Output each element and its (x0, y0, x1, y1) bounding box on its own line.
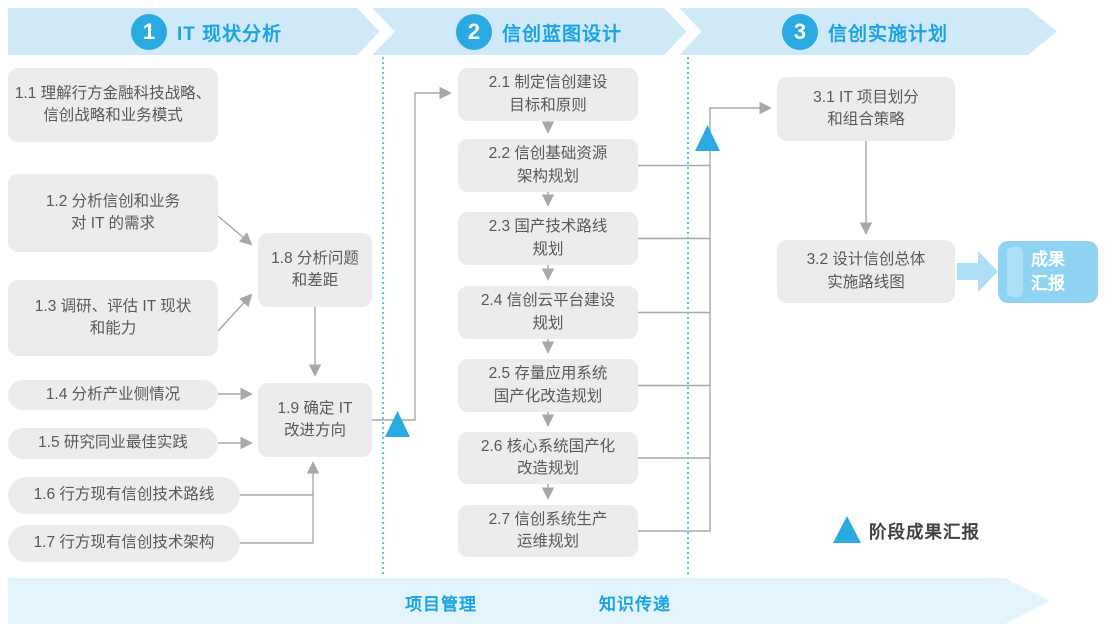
big-arrow-to-result (957, 251, 998, 292)
phase-1-title: IT 现状分析 (177, 23, 283, 45)
phase-header-1: 1 IT 现状分析 (131, 13, 282, 51)
phase-3-title: 信创实施计划 (828, 23, 949, 45)
task-box-2-7: 2.7 信创系统生产 运维规划 (458, 505, 638, 557)
phase-3-number-badge: 3 (782, 14, 818, 50)
arrow-1-2-to-1-8 (217, 215, 253, 246)
arrow-1-3-to-1-8 (217, 293, 253, 332)
footer-label-knowledge-transfer: 知识传递 (599, 595, 671, 614)
legend-label: 阶段成果汇报 (869, 522, 980, 542)
task-box-2-2: 2.2 信创基础资源 架构规划 (458, 139, 638, 192)
milestone-triangle-phase1-icon (385, 411, 410, 437)
bottom-stream-banner (8, 578, 1050, 624)
phase-2-number-badge: 2 (456, 14, 492, 50)
task-box-1-4: 1.4 分析产业侧情况 (8, 380, 218, 410)
task-box-2-4: 2.4 信创云平台建设 规划 (458, 286, 638, 339)
milestone-triangle-phase2-icon (695, 125, 720, 151)
phase-header-2: 2 信创蓝图设计 (456, 13, 622, 51)
result-box-highlight-strip (1007, 247, 1023, 297)
task-box-2-1: 2.1 制定信创建设 目标和原则 (458, 68, 638, 121)
task-box-1-7: 1.7 行方现有信创技术架构 (8, 525, 240, 562)
arrow-1-7-to-1-9 (240, 461, 320, 544)
task-box-1-8: 1.8 分析问题 和差距 (258, 233, 372, 307)
task-box-1-6: 1.6 行方现有信创技术路线 (8, 477, 240, 514)
result-report-box: 成果 汇报 (998, 241, 1098, 303)
footer-label-project-management: 项目管理 (405, 595, 477, 614)
banner-chevron-divider-1 (357, 0, 395, 63)
banner-chevron-divider-2 (664, 0, 702, 63)
task-box-1-1: 1.1 理解行方金融科技战略、 信创战略和业务模式 (8, 68, 218, 142)
phase-2-title: 信创蓝图设计 (502, 23, 623, 45)
task-box-2-5: 2.5 存量应用系统 国产化改造规划 (458, 359, 638, 412)
phase-1-number-badge: 1 (131, 14, 167, 50)
result-report-label: 成果 汇报 (1031, 250, 1065, 293)
task-box-1-2: 1.2 分析信创和业务 对 IT 的需求 (8, 174, 218, 252)
task-box-3-1: 3.1 IT 项目划分 和组合策略 (777, 77, 955, 141)
task-box-2-6: 2.6 核心系统国产化 改造规划 (458, 432, 638, 484)
task-box-1-9: 1.9 确定 IT 改进方向 (258, 383, 372, 457)
task-box-2-3: 2.3 国产技术路线 规划 (458, 212, 638, 265)
legend-triangle-icon (833, 516, 861, 543)
task-box-1-3: 1.3 调研、评估 IT 现状 和能力 (8, 280, 218, 356)
arrow-collector-to-3-1 (638, 101, 772, 532)
task-box-1-5: 1.5 研究同业最佳实践 (8, 428, 218, 459)
phase-header-3: 3 信创实施计划 (782, 13, 948, 51)
task-box-3-2: 3.2 设计信创总体 实施路线图 (777, 240, 955, 303)
